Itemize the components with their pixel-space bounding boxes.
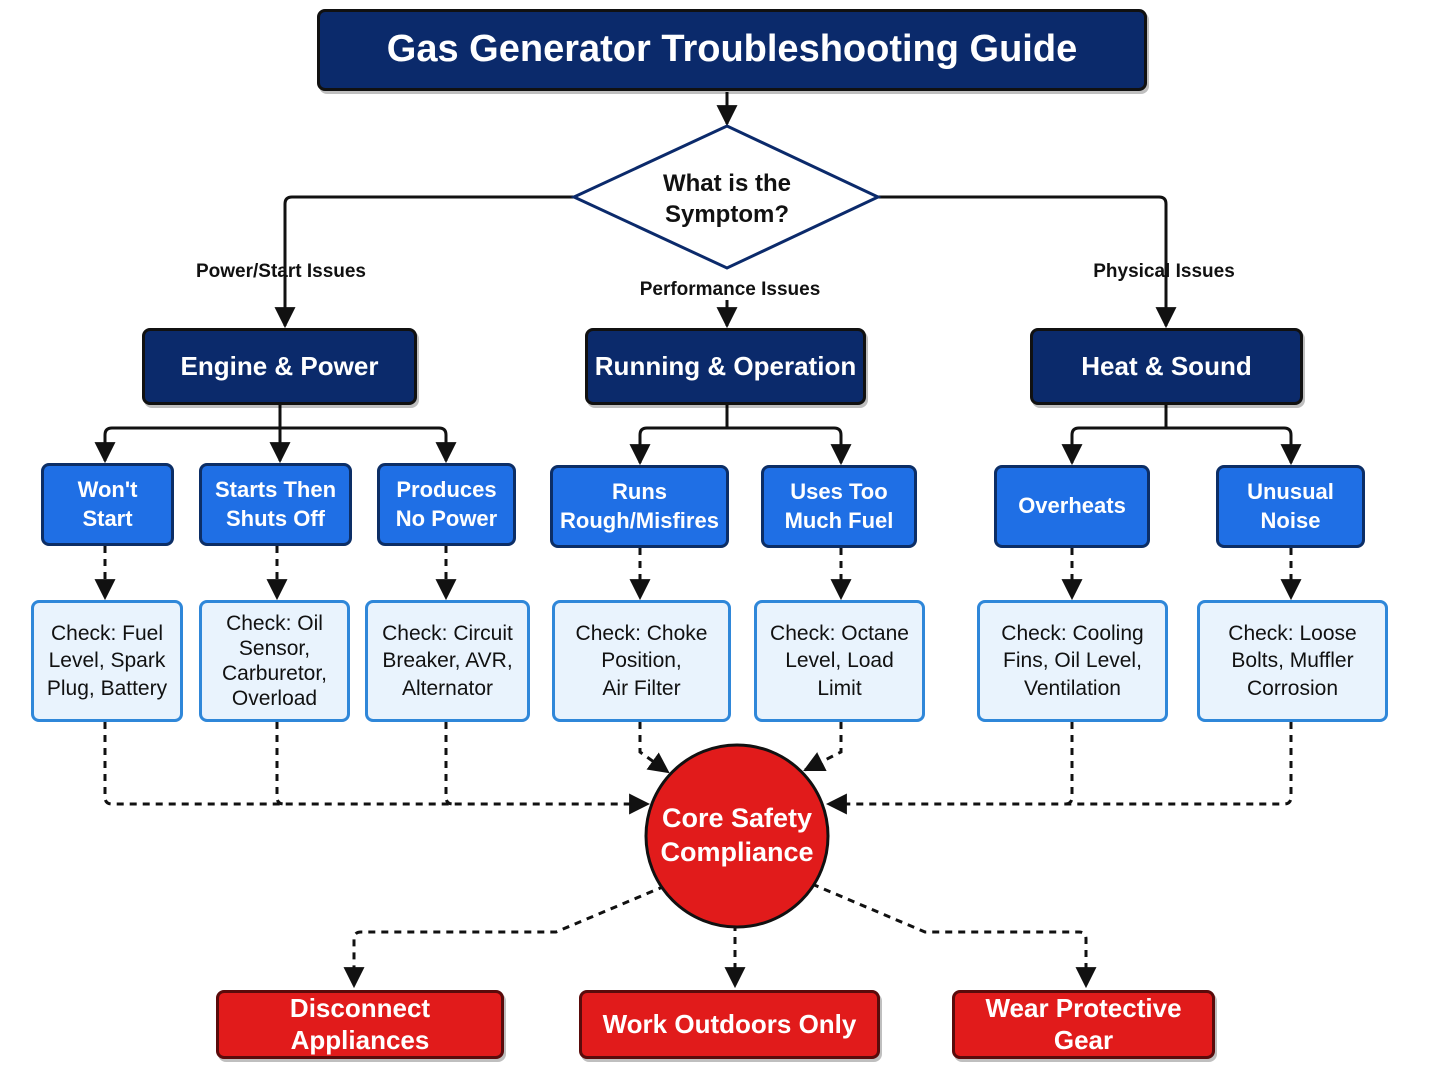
connector-decision-right [878,195,1177,329]
connector-running-symptom-2 [830,426,852,466]
symptom-produces-no-power: Produces No Power [377,463,516,546]
connector-hub-left-3 [444,722,454,806]
branch-label-physical: Physical Issues [1093,261,1235,282]
check-uses-too-much-fuel: Check: Octane Level, Load Limit [754,600,925,722]
symptom-wont-start: Won't Start [41,463,174,546]
connector-running-fork [647,405,834,430]
connector-heat-symptom-2 [1280,426,1302,466]
connector-hub-right [825,722,1293,815]
symptom-uses-too-much-fuel: Uses Too Much Fuel [761,465,917,548]
action-work-outdoors-only: Work Outdoors Only [579,990,880,1059]
connector-engine-symptom-1 [94,426,116,464]
connector-hub-left-2 [275,722,285,806]
symptom-unusual-noise: Unusual Noise [1216,465,1365,548]
connector-hub-right-2 [1064,722,1074,806]
connector-hub-left [103,722,651,815]
decision-diamond: What is the Symptom? [570,124,882,270]
branch-label-power: Power/Start Issues [195,261,367,282]
action-wear-protective-gear: Wear Protective Gear [952,990,1215,1059]
connector-heat-symptom-1 [1061,426,1083,466]
decision-line-1: What is the [663,170,791,197]
branch-label-performance: Performance Issues [639,279,821,300]
page-title: Gas Generator Troubleshooting Guide [317,9,1147,91]
connector-hub-mid-1 [638,722,670,774]
check-produces-no-power: Check: Circuit Breaker, AVR, Alternator [365,600,530,722]
check-starts-then-shuts-off: Check: Oil Sensor, Carburetor, Overload [199,600,350,722]
action-disconnect-appliances: Disconnect Appliances [216,990,504,1059]
symptom-starts-then-shuts-off: Starts Then Shuts Off [199,463,352,546]
connector-running-symptom-1 [629,426,651,466]
symptom-overheats: Overheats [994,465,1150,548]
check-runs-rough: Check: Choke Position, Air Filter [552,600,731,722]
check-unusual-noise: Check: Loose Bolts, Muffler Corrosion [1197,600,1388,722]
connector-engine-fork [112,405,448,436]
safety-hub-line-1: Core Safety [662,803,812,833]
category-engine-power: Engine & Power [142,328,417,405]
connector-action-1 [343,884,666,989]
safety-hub-line-2: Compliance [660,837,813,867]
check-wont-start: Check: Fuel Level, Spark Plug, Battery [31,600,183,722]
connector-hub-mid-2 [803,722,843,772]
connector-action-3 [811,882,1097,989]
connector-decision-left [274,195,574,329]
category-running-operation: Running & Operation [585,328,866,405]
symptom-runs-rough: Runs Rough/Misfires [550,465,729,548]
safety-hub: Core Safety Compliance [644,743,830,929]
category-heat-sound: Heat & Sound [1030,328,1303,405]
connector-heat-fork [1079,405,1284,430]
decision-line-2: Symptom? [665,201,789,228]
check-overheats: Check: Cooling Fins, Oil Level, Ventilat… [977,600,1168,722]
